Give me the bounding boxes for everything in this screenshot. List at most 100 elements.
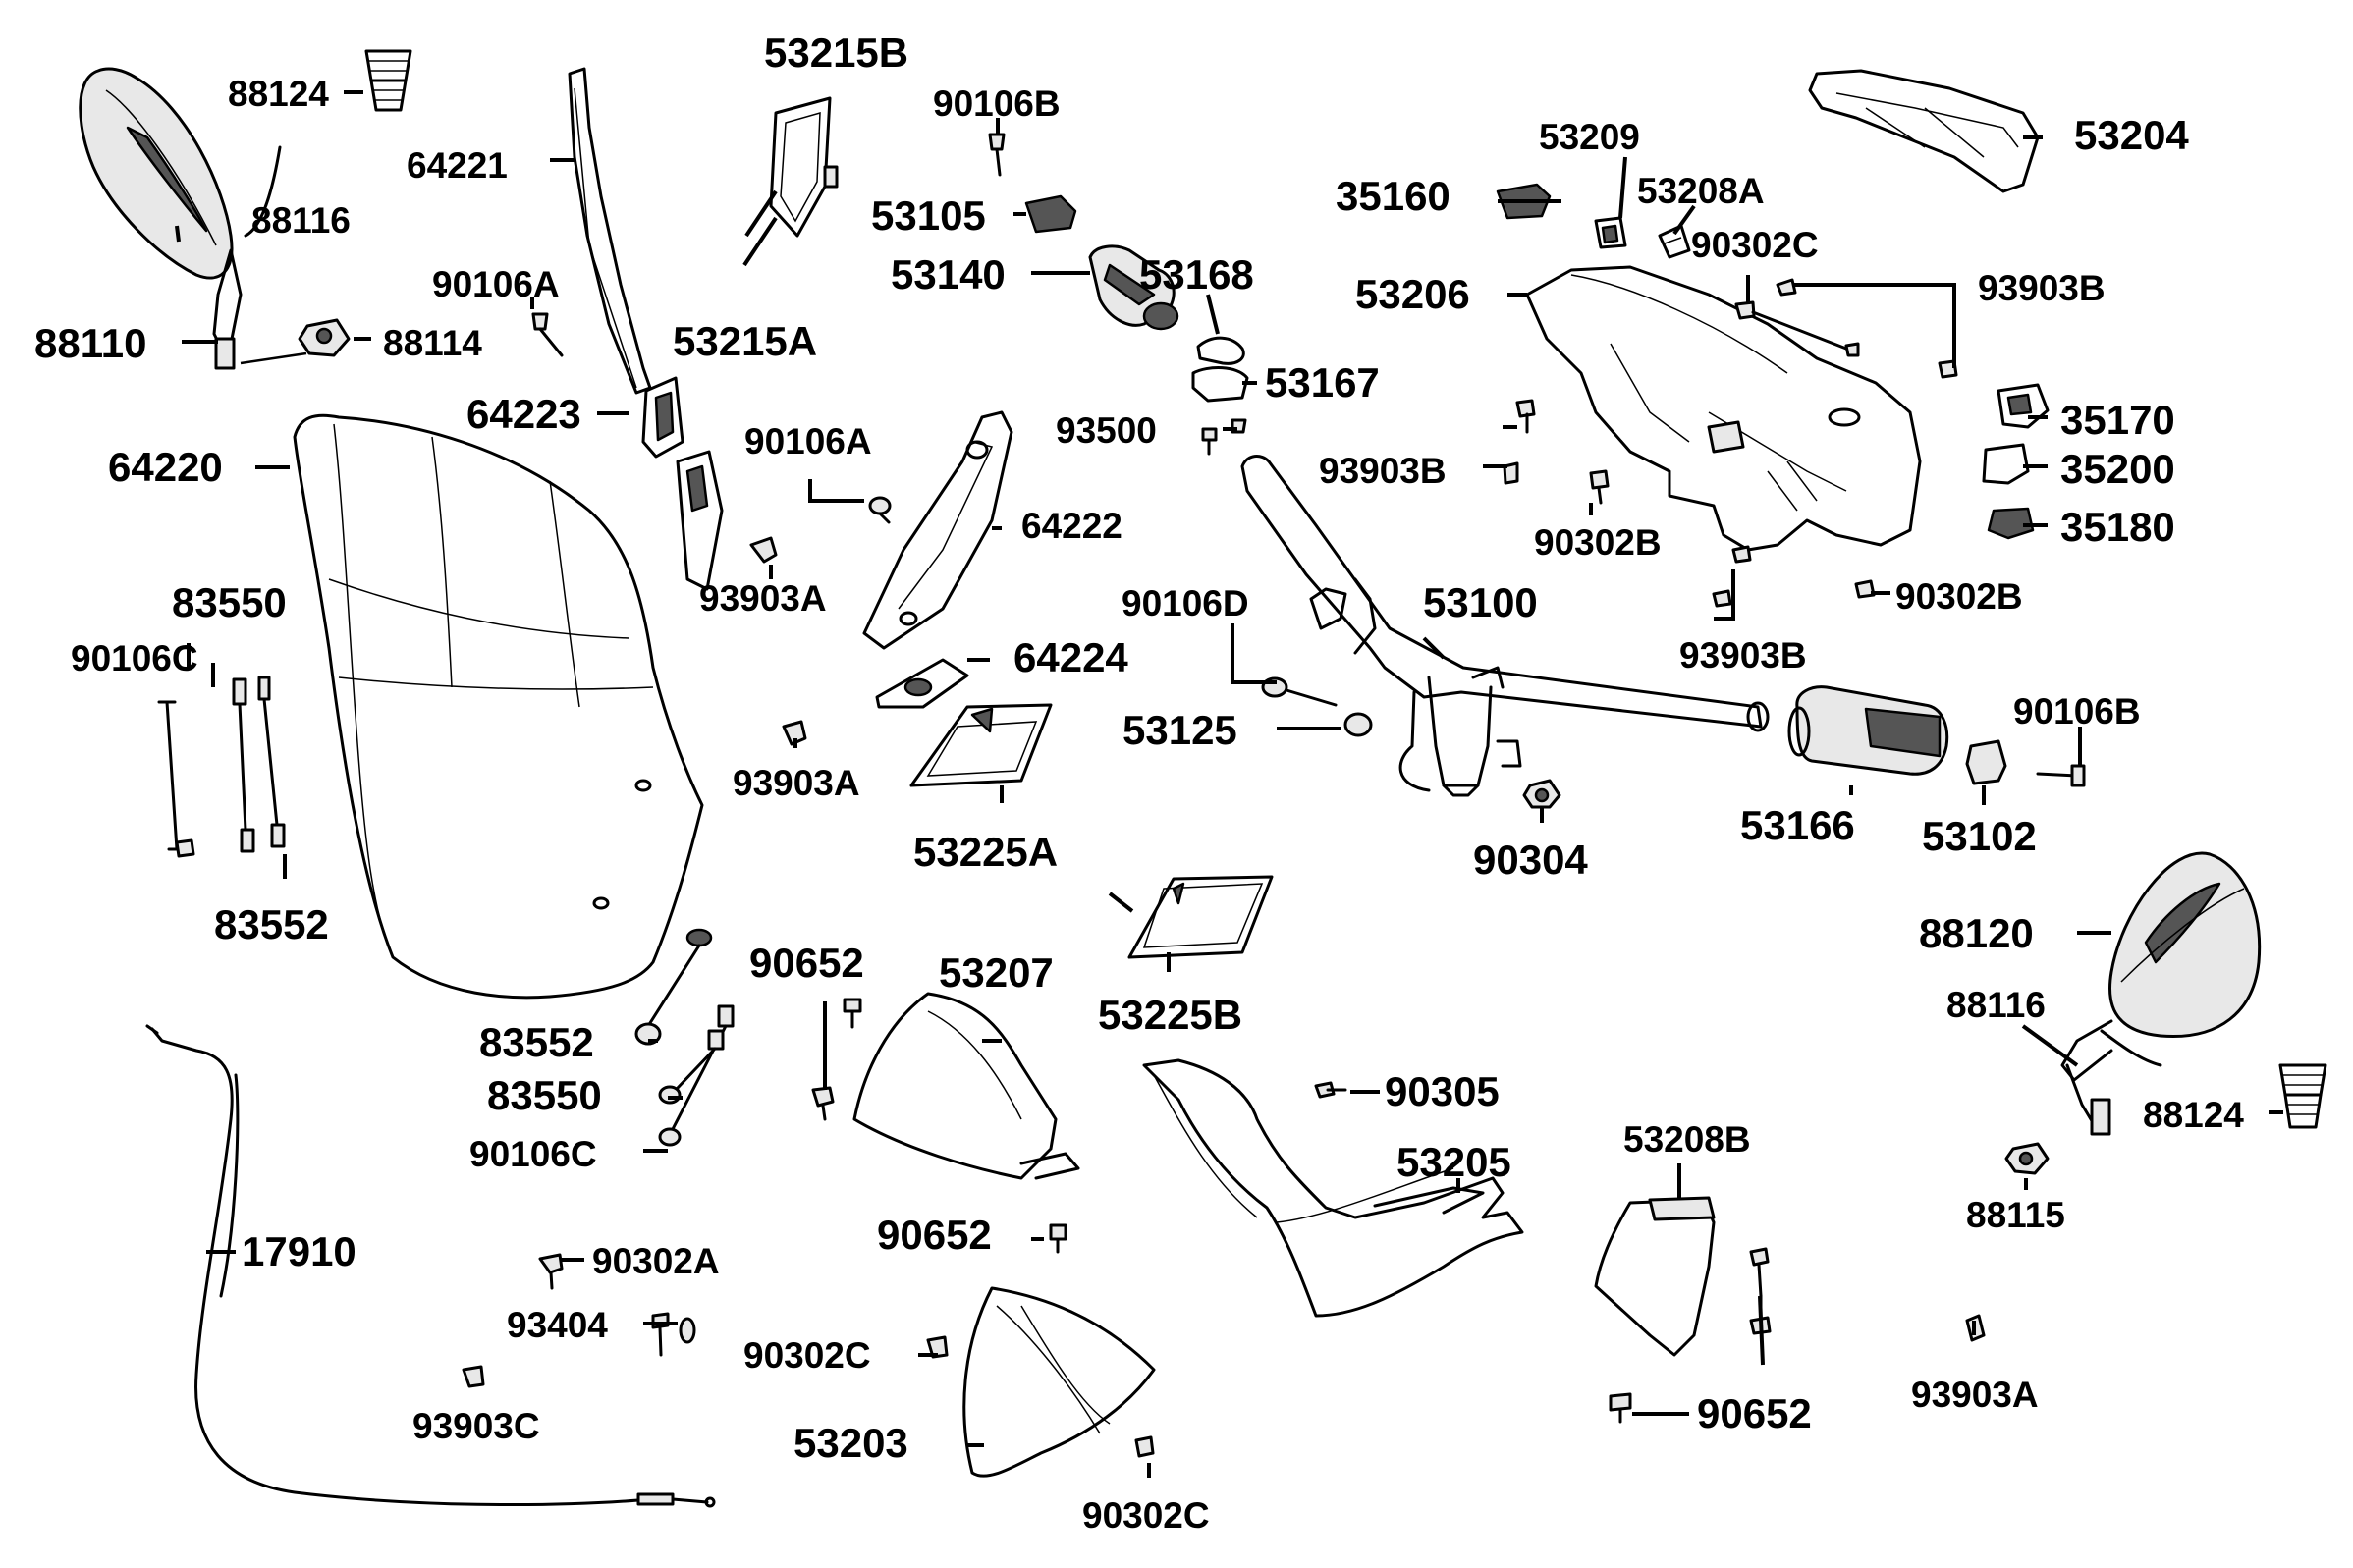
- label-53125: 53125: [1122, 707, 1237, 753]
- label-93903a-right: 93903A: [1911, 1375, 2039, 1415]
- part-64223-bracket: [641, 376, 684, 459]
- label-35200: 35200: [2060, 446, 2175, 492]
- label-90652-mid: 90652: [877, 1212, 992, 1258]
- part-93903a-screw-1: [749, 536, 778, 564]
- label-90106c-left: 90106C: [71, 638, 198, 678]
- part-90302a-clip: [538, 1253, 564, 1290]
- label-53205: 53205: [1396, 1139, 1511, 1185]
- part-93500-screws: [1201, 418, 1247, 456]
- part-rods-left: [157, 676, 286, 858]
- part-93903a-screw-2: [782, 720, 807, 746]
- label-53102: 53102: [1922, 813, 2037, 859]
- part-64224-gasket: [875, 658, 969, 709]
- label-64224: 64224: [1013, 634, 1128, 680]
- label-90106b-top: 90106B: [933, 83, 1061, 124]
- label-53215b: 53215B: [764, 29, 908, 76]
- part-90305-pin: [1314, 1081, 1347, 1099]
- label-64223: 64223: [466, 391, 581, 437]
- label-53206: 53206: [1355, 271, 1470, 317]
- label-90302b-right: 90302B: [1895, 576, 2023, 617]
- label-83550-left: 83550: [172, 579, 287, 625]
- label-88116-right: 88116: [1946, 985, 2046, 1025]
- part-90652-pin-b: [1049, 1223, 1067, 1254]
- part-53215b-plate: [769, 96, 839, 238]
- part-17910-cable: [145, 1024, 716, 1508]
- part-88124-cap-left: [364, 49, 412, 112]
- part-53208b-cover: [1594, 1196, 1716, 1357]
- label-90106b-right: 90106B: [2013, 691, 2141, 731]
- label-35180: 35180: [2060, 504, 2175, 550]
- part-88114-nut: [298, 318, 351, 357]
- label-88124-left: 88124: [228, 74, 329, 114]
- part-53205-cover: [1142, 1058, 1524, 1318]
- part-35180-switch: [1987, 507, 2035, 540]
- part-90106a-screw-1: [531, 312, 564, 357]
- part-90106b-bolt-right: [2036, 764, 2086, 787]
- part-53206-cover: [1525, 265, 1922, 552]
- part-93903c-screw: [462, 1365, 485, 1388]
- label-64220: 64220: [108, 444, 223, 490]
- label-90302c-mid: 90302C: [743, 1335, 871, 1376]
- part-53215a-plate: [676, 450, 724, 591]
- label-53168: 53168: [1139, 251, 1254, 297]
- label-53207: 53207: [939, 949, 1054, 996]
- part-labels: 88124 88116 88110 88114 64221 90106A 642…: [34, 29, 2244, 1536]
- label-64222: 64222: [1021, 506, 1122, 546]
- windshield-drawing: [293, 413, 704, 1000]
- part-35170-switch: [1997, 383, 2050, 429]
- label-53209: 53209: [1539, 117, 1640, 157]
- label-53100: 53100: [1423, 579, 1538, 625]
- label-35170: 35170: [2060, 397, 2175, 443]
- label-88110: 88110: [34, 320, 146, 366]
- label-88120: 88120: [1919, 910, 2034, 956]
- label-88114: 88114: [383, 323, 482, 363]
- mirror-left-drawing: [79, 67, 282, 370]
- part-53204-cover: [1808, 69, 2040, 193]
- part-88124-cap-right: [2278, 1063, 2327, 1129]
- label-83552-mid: 83552: [479, 1019, 594, 1065]
- part-93404-bolt: [651, 1312, 696, 1357]
- label-93903b-left: 93903B: [1319, 451, 1447, 491]
- leader-lines: [175, 90, 2283, 1478]
- part-53225b-cover: [1127, 875, 1274, 959]
- label-93903b-bottom: 93903B: [1679, 635, 1807, 676]
- label-53208a: 53208A: [1637, 171, 1765, 211]
- label-90302a: 90302A: [592, 1241, 720, 1281]
- part-90652-pins-left: [811, 998, 862, 1121]
- part-53225a-cover: [909, 703, 1053, 787]
- label-90652-top: 90652: [749, 940, 864, 986]
- part-64221-trim: [568, 67, 652, 395]
- label-88116-left: 88116: [251, 200, 351, 241]
- label-53208b: 53208B: [1623, 1119, 1751, 1160]
- part-90302c-clip-c: [1134, 1435, 1155, 1458]
- label-64221: 64221: [407, 145, 508, 186]
- part-53209-switch: [1594, 216, 1627, 249]
- label-93500: 93500: [1056, 410, 1157, 451]
- label-90304: 90304: [1473, 837, 1588, 883]
- part-53166-grip: [1787, 685, 1949, 776]
- label-35160: 35160: [1336, 173, 1450, 219]
- part-64222-bracket: [862, 410, 1013, 650]
- part-90106a-screw-2: [868, 496, 892, 524]
- part-53102-weight: [1965, 739, 2007, 785]
- label-53225b: 53225B: [1098, 992, 1242, 1038]
- label-17910: 17910: [242, 1228, 356, 1274]
- part-90302c-clip-a: [1734, 300, 1860, 357]
- label-93903c: 93903C: [412, 1406, 540, 1446]
- part-90304-nut: [1522, 779, 1561, 809]
- label-83552-left: 83552: [214, 901, 329, 947]
- label-53140: 53140: [891, 251, 1006, 297]
- label-83550-mid: 83550: [487, 1072, 602, 1118]
- label-53105: 53105: [871, 192, 986, 239]
- label-90106a-mid: 90106A: [744, 421, 872, 461]
- label-90305: 90305: [1385, 1068, 1500, 1114]
- part-90106b-bolt-top: [988, 133, 1006, 177]
- label-90652-right: 90652: [1697, 1390, 1812, 1436]
- label-90106c-mid: 90106C: [469, 1134, 597, 1174]
- label-90302c-top: 90302C: [1691, 225, 1819, 265]
- label-93903a-mid: 93903A: [733, 763, 860, 803]
- label-90302c-bottom: 90302C: [1082, 1495, 1210, 1536]
- part-93903b-screws: [1503, 278, 1958, 608]
- part-90302c-clip-b: [926, 1335, 949, 1359]
